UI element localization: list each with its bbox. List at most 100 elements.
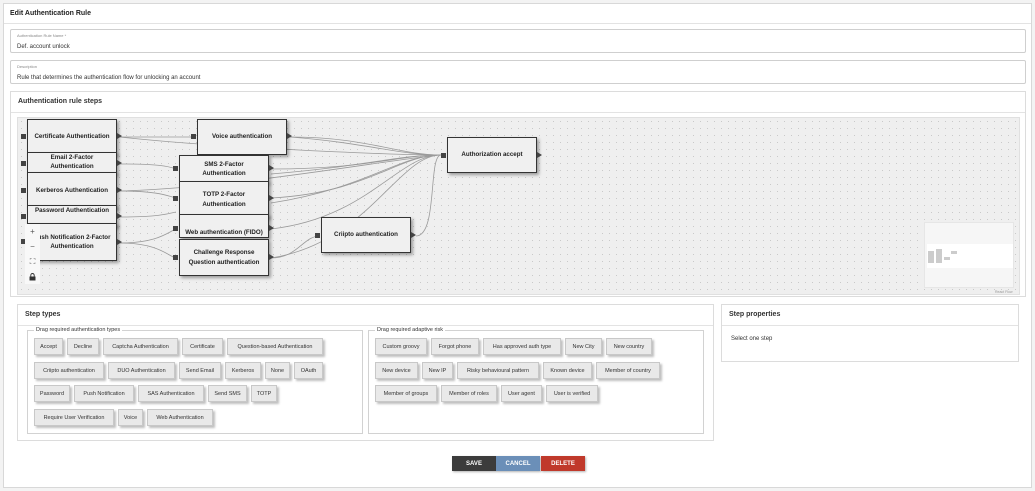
node-totp-2fa[interactable]: TOTP 2-Factor Authentication — [179, 181, 269, 218]
page-title: Edit Authentication Rule — [4, 4, 1031, 24]
output-port[interactable] — [117, 160, 122, 166]
chip-send-email[interactable]: Send Email — [179, 362, 221, 379]
chip-kerberos[interactable]: Kerberos — [225, 362, 261, 379]
edge — [270, 235, 321, 259]
delete-button[interactable]: DELETE — [541, 456, 585, 471]
description-field[interactable]: Description Rule that determines the aut… — [10, 60, 1026, 84]
chip-has-approved-auth-type[interactable]: Has approved auth type — [483, 338, 561, 355]
chip-send-sms[interactable]: Send SMS — [208, 385, 247, 402]
input-port[interactable] — [191, 134, 196, 139]
edge — [270, 154, 442, 259]
chip-duo[interactable]: DUO Authentication — [108, 362, 175, 379]
chip-member-of-country[interactable]: Member of country — [596, 362, 660, 379]
node-web-auth-fido[interactable]: Web authentication (FIDO) — [179, 214, 269, 238]
edge — [119, 228, 177, 244]
risk-types-title: Drag required adaptive risk — [375, 327, 446, 333]
node-authorization-accept[interactable]: Authorization accept — [447, 137, 537, 173]
node-challenge-response[interactable]: Challenge Response Question authenticati… — [179, 239, 269, 276]
chip-forgot-phone[interactable]: Forgot phone — [431, 338, 479, 355]
chip-user-agent[interactable]: User agent — [501, 385, 542, 402]
input-port[interactable] — [441, 153, 446, 158]
input-port[interactable] — [21, 239, 26, 244]
chip-new-device[interactable]: New device — [375, 362, 418, 379]
output-port[interactable] — [269, 225, 274, 231]
chip-web-authentication[interactable]: Web Authentication — [147, 409, 213, 426]
lock-icon[interactable] — [25, 269, 40, 284]
input-port[interactable] — [315, 233, 320, 238]
description-label: Description — [17, 64, 38, 69]
output-port[interactable] — [117, 239, 122, 245]
step-properties-empty: Select one step — [731, 336, 773, 342]
output-port[interactable] — [269, 254, 274, 260]
chip-member-of-groups[interactable]: Member of groups — [375, 385, 437, 402]
flow-canvas[interactable]: Certificate Authentication Email 2-Facto… — [17, 117, 1020, 295]
auth-types-title: Drag required authentication types — [34, 327, 123, 333]
edge — [270, 154, 442, 175]
rule-name-field[interactable]: Authentication Rule Name * Def. account … — [10, 29, 1026, 53]
edge — [119, 163, 177, 170]
chip-user-is-verified[interactable]: User is verified — [546, 385, 598, 402]
chip-known-device[interactable]: Known device — [543, 362, 592, 379]
output-port[interactable] — [411, 232, 416, 238]
input-port[interactable] — [173, 196, 178, 201]
input-port[interactable] — [173, 226, 178, 231]
rule-name-value[interactable]: Def. account unlock — [17, 44, 70, 50]
chip-oauth[interactable]: OAuth — [294, 362, 323, 379]
zoom-in-button[interactable]: + — [25, 224, 40, 239]
output-port[interactable] — [269, 165, 274, 171]
chip-password[interactable]: Password — [34, 385, 70, 402]
chip-accept[interactable]: Accept — [34, 338, 63, 355]
chip-captcha[interactable]: Captcha Authentication — [103, 338, 178, 355]
chip-require-user-verification[interactable]: Require User Verification — [34, 409, 114, 426]
chip-new-city[interactable]: New City — [565, 338, 602, 355]
edge — [119, 242, 177, 259]
chip-voice[interactable]: Voice — [118, 409, 143, 426]
chip-totp[interactable]: TOTP — [251, 385, 277, 402]
flow-controls: + − ⛶ — [25, 224, 40, 284]
cancel-button[interactable]: CANCEL — [496, 456, 540, 471]
node-kerberos-auth[interactable]: Kerberos Authentication — [27, 172, 117, 209]
input-port[interactable] — [21, 214, 26, 219]
output-port[interactable] — [117, 213, 122, 219]
input-port[interactable] — [173, 166, 178, 171]
chip-custom-groovy[interactable]: Custom groovy — [375, 338, 427, 355]
fit-view-button[interactable]: ⛶ — [25, 254, 40, 269]
output-port[interactable] — [537, 152, 542, 158]
step-properties-section: Step properties Select one step — [721, 304, 1019, 362]
chip-criipto[interactable]: Criipto authentication — [34, 362, 104, 379]
node-certificate-auth[interactable]: Certificate Authentication — [27, 119, 117, 155]
chip-none[interactable]: None — [265, 362, 290, 379]
node-voice-auth[interactable]: Voice authentication — [197, 119, 287, 155]
chip-risky-behavioural-pattern[interactable]: Risky behavioural pattern — [457, 362, 539, 379]
chip-member-of-roles[interactable]: Member of roles — [441, 385, 497, 402]
edge — [289, 136, 442, 156]
input-port[interactable] — [21, 188, 26, 193]
chip-decline[interactable]: Decline — [67, 338, 99, 355]
edge — [415, 154, 442, 237]
output-port[interactable] — [117, 187, 122, 193]
node-criipto-auth[interactable]: Criipto authentication — [321, 217, 411, 253]
node-sms-2fa[interactable]: SMS 2-Factor Authentication — [179, 155, 269, 183]
output-port[interactable] — [269, 195, 274, 201]
node-push-2fa[interactable]: Push Notification 2-Factor Authenticatio… — [27, 223, 117, 261]
description-value[interactable]: Rule that determines the authentication … — [17, 75, 201, 81]
zoom-out-button[interactable]: − — [25, 239, 40, 254]
chip-sas[interactable]: SAS Authentication — [138, 385, 204, 402]
chip-push-notification[interactable]: Push Notification — [74, 385, 134, 402]
rule-name-label: Authentication Rule Name * — [17, 33, 67, 38]
node-email-2fa[interactable]: Email 2-Factor Authentication — [27, 152, 117, 174]
output-port[interactable] — [287, 133, 292, 139]
save-button[interactable]: SAVE — [452, 456, 496, 471]
edge — [270, 154, 442, 199]
flow-minimap[interactable] — [924, 222, 1014, 288]
chip-new-country[interactable]: New country — [606, 338, 652, 355]
input-port[interactable] — [21, 161, 26, 166]
input-port[interactable] — [21, 134, 26, 139]
output-port[interactable] — [117, 133, 122, 139]
chip-new-ip[interactable]: New IP — [422, 362, 453, 379]
chip-certificate[interactable]: Certificate — [182, 338, 223, 355]
input-port[interactable] — [173, 255, 178, 260]
chip-question-based[interactable]: Question-based Authentication — [227, 338, 323, 355]
react-flow-attribution[interactable]: React Flow — [995, 290, 1013, 294]
edge — [119, 136, 442, 156]
